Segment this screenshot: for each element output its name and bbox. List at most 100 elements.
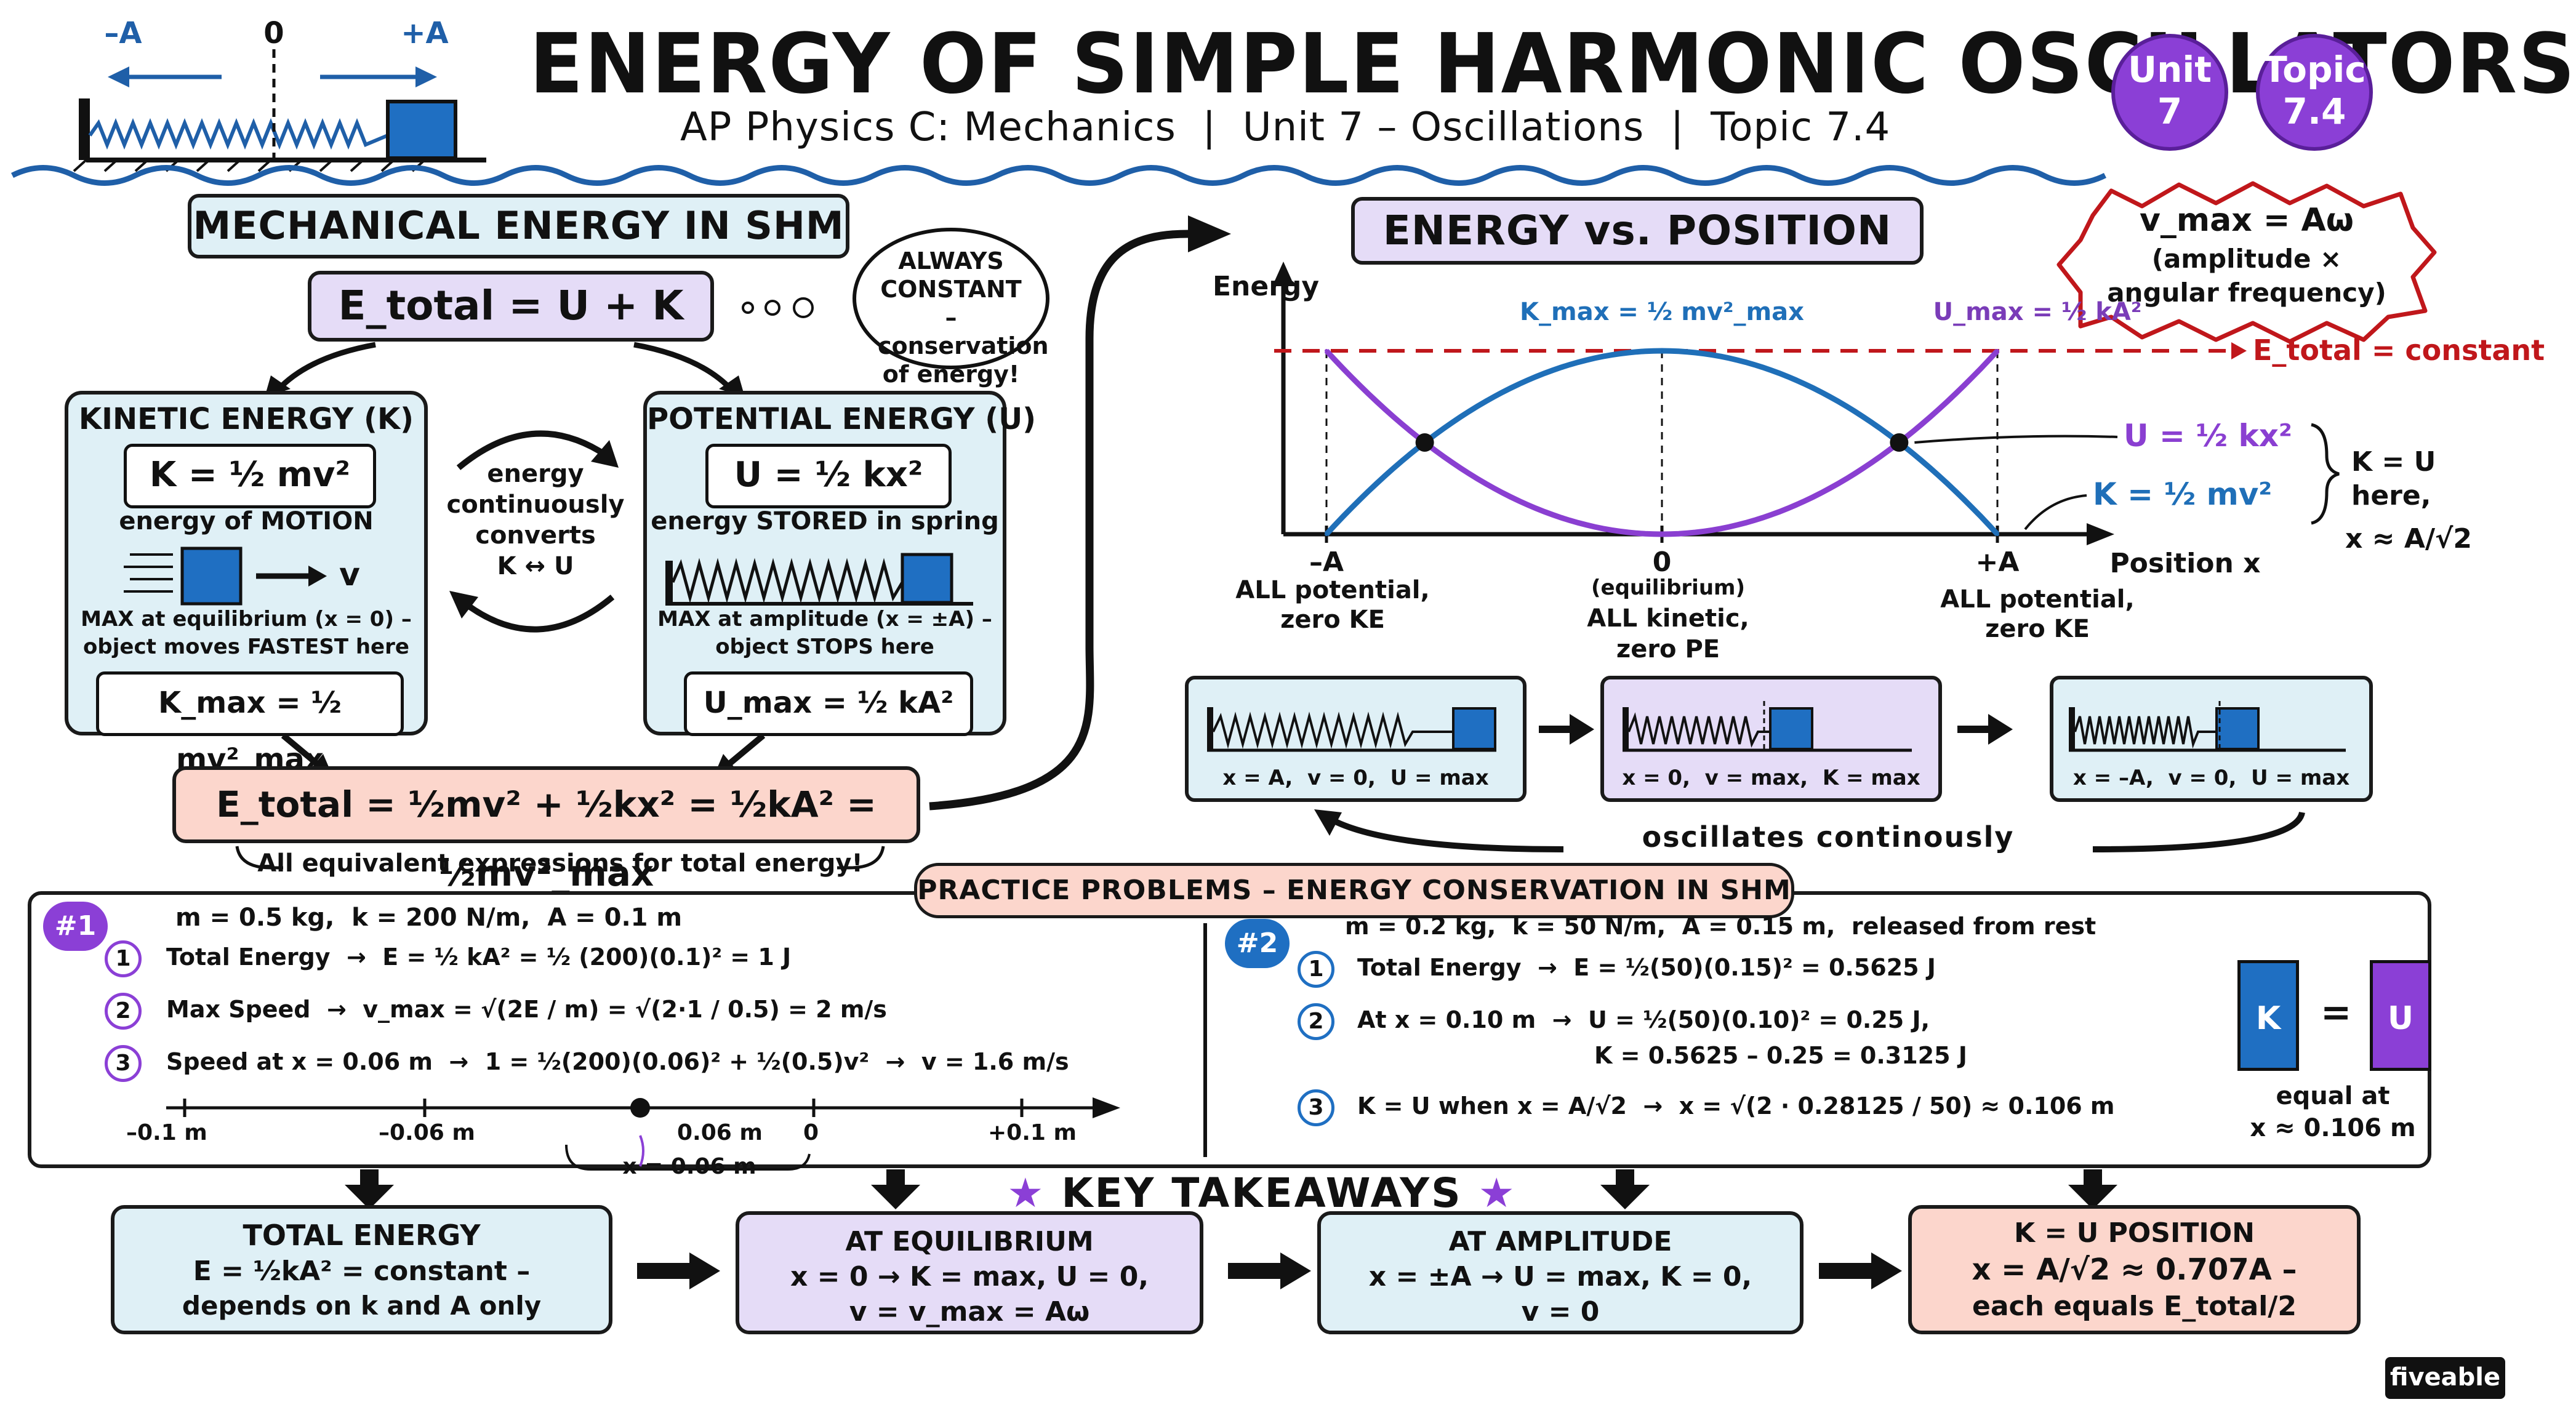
potential-formula-box: U = ½ kx² bbox=[705, 444, 952, 508]
series-point-1-1 bbox=[1492, 395, 1496, 399]
state-card-1: x = A, v = 0, U = max bbox=[1185, 676, 1527, 802]
equiv-bracket bbox=[235, 846, 885, 870]
potential-max: U_max = ½ kA² bbox=[703, 686, 954, 720]
etotal-label: E_total = constant bbox=[2253, 334, 2545, 367]
badge-topic-line2: 7.4 bbox=[2282, 90, 2346, 132]
p1-nl-tick-1: –0.1 m bbox=[126, 1120, 207, 1145]
k-curve-label: K = ½ mv² bbox=[2093, 476, 2272, 512]
series-point-1-0 bbox=[1325, 532, 1328, 536]
k-equals-u-line1: K = U bbox=[2351, 446, 2436, 478]
kinetic-formula-box: K = ½ mv² bbox=[124, 444, 376, 508]
takeaway-arrow-1 bbox=[637, 1252, 720, 1289]
series-point-1-2 bbox=[1660, 349, 1664, 353]
p2-step-num-2: 2 bbox=[1298, 1003, 1334, 1040]
spring-label-zero: 0 bbox=[263, 16, 284, 50]
mech-total-eq: E_total = U + K bbox=[308, 271, 714, 342]
kinetic-formula: K = ½ mv² bbox=[149, 455, 351, 495]
etotal-arrow bbox=[2231, 342, 2247, 359]
takeaway-arrow-2 bbox=[1228, 1252, 1311, 1289]
practice-heading-label: PRACTICE PROBLEMS – ENERGY CONSERVATION … bbox=[917, 875, 1791, 906]
spring-label-neg: –A bbox=[104, 16, 142, 50]
split-arrows bbox=[265, 342, 745, 397]
kinetic-energy-card: KINETIC ENERGY (K) K = ½ mv² energy of M… bbox=[65, 391, 428, 777]
takeaway-2-l1: x = 0 → K = max, U = 0, bbox=[790, 1261, 1149, 1292]
k-equals-u-line2: here, bbox=[2351, 480, 2431, 511]
u-curve-leader bbox=[1914, 435, 2118, 444]
potential-spring-block bbox=[665, 553, 973, 606]
takeaway-2-l2: v = v_max = Aω bbox=[849, 1296, 1090, 1328]
total-energy-full: E_total = ½mv² + ½kx² = ½kA² = ½mv²_max bbox=[216, 783, 877, 894]
takeaway-1-l2: depends on k and A only bbox=[182, 1291, 542, 1321]
thought-cloud: ALWAYS CONSTANT – conservation of energy… bbox=[853, 228, 1049, 388]
badge-topic-line1: Topic bbox=[2263, 49, 2366, 90]
graph-heading: ENERGY vs. POSITION bbox=[1351, 197, 1924, 265]
conversion-line-2: continuously bbox=[446, 491, 625, 519]
p1-step-1: Total Energy → E = ½ kA² = ½ (200)(0.1)²… bbox=[166, 943, 792, 971]
state-card-2: x = 0, v = max, K = max bbox=[1600, 676, 1942, 802]
graph-note-mid-1: ALL kinetic, bbox=[1587, 604, 1749, 633]
p1-tag-label: #1 bbox=[54, 910, 97, 942]
takeaway-1-title: TOTAL ENERGY bbox=[243, 1219, 481, 1252]
kinetic-title: KINETIC ENERGY (K) bbox=[78, 402, 414, 436]
equiv-note: All equivalent expressions for total ene… bbox=[257, 849, 863, 878]
umax-label: U_max = ½ kA² bbox=[1933, 298, 2142, 326]
page-title: ENERGY OF SIMPLE HARMONIC OSCILLATORS bbox=[529, 16, 2576, 113]
p2-step-2a: At x = 0.10 m → U = ½(50)(0.10)² = 0.25 … bbox=[1357, 1006, 1930, 1033]
conversion-line-4: K ↔ U bbox=[497, 552, 574, 580]
practice-heading: PRACTICE PROBLEMS – ENERGY CONSERVATION … bbox=[914, 863, 1794, 918]
tick-neg-a-label: –A bbox=[1309, 547, 1344, 578]
p2-bar-u: U bbox=[2370, 960, 2431, 1071]
p2-bar-note-2: x ≈ 0.106 m bbox=[2250, 1114, 2416, 1142]
takeaway-3-title: AT AMPLITUDE bbox=[1448, 1226, 1672, 1257]
p1-nl-tick-4: 0 bbox=[803, 1120, 819, 1145]
p2-step-3: K = U when x = A/√2 → x = √(2 · 0.28125 … bbox=[1357, 1092, 2115, 1120]
y-axis-arrow bbox=[1272, 262, 1294, 286]
mech-heading: MECHANICAL ENERGY IN SHM bbox=[188, 194, 849, 258]
takeaway-card-2: AT EQUILIBRIUM x = 0 → K = max, U = 0, v… bbox=[736, 1211, 1203, 1334]
graph-note-mid: (equilibrium) ALL kinetic, zero PE bbox=[1539, 572, 1797, 665]
header-spring-diagram: –A 0 +A bbox=[62, 12, 492, 172]
takeaways-heading-label: KEY TAKEAWAYS bbox=[1061, 1169, 1463, 1217]
p1-step-num-2: 2 bbox=[105, 993, 142, 1030]
thought-cloud-text: ALWAYS CONSTANT – conservation of energy… bbox=[878, 247, 1049, 388]
p1-tag: #1 bbox=[43, 902, 108, 951]
potential-max-box: U_max = ½ kA² bbox=[684, 671, 973, 736]
intersection-dot-left bbox=[1415, 433, 1434, 452]
state-card-3: x = –A, v = 0, U = max bbox=[2050, 676, 2373, 802]
p1-marker-bracket bbox=[565, 1135, 811, 1171]
p1-given: m = 0.5 kg, k = 200 N/m, A = 0.1 m bbox=[175, 903, 683, 932]
kinetic-moving-block: v bbox=[124, 547, 360, 606]
potential-title: POTENTIAL ENERGY (U) bbox=[647, 402, 1037, 436]
kinetic-max-box: K_max = ½ mv²_max bbox=[96, 671, 404, 777]
takeaway-2-title: AT EQUILIBRIUM bbox=[845, 1226, 1094, 1257]
state-spring-3 bbox=[2069, 701, 2346, 752]
graph-note-right-2: zero KE bbox=[1985, 615, 2090, 643]
graph-note-right: ALL potential, zero KE bbox=[1920, 585, 2154, 644]
takeaway-4-title: K = U POSITION bbox=[2014, 1217, 2255, 1249]
state-arrow-2 bbox=[1957, 714, 2013, 745]
intersection-dot-right bbox=[1890, 433, 1909, 452]
takeaway-4-l1: x = A/√2 ≈ 0.707A – bbox=[1972, 1252, 2297, 1287]
state-arrow-1 bbox=[1539, 714, 1594, 745]
mech-heading-label: MECHANICAL ENERGY IN SHM bbox=[193, 203, 845, 248]
state-caption-1: x = A, v = 0, U = max bbox=[1222, 766, 1489, 790]
series-point-1-3 bbox=[1828, 395, 1832, 399]
p2-bar-note: equal at x ≈ 0.106 m bbox=[2210, 1080, 2456, 1144]
y-axis-label: Energy bbox=[1213, 271, 1319, 302]
p2-bar-k: K bbox=[2237, 960, 2299, 1071]
tick-zero-label: 0 bbox=[1653, 547, 1672, 578]
vmax-cloud: v_max = Aω (amplitude × angular frequenc… bbox=[2056, 181, 2437, 344]
header-wave-divider bbox=[10, 165, 2107, 186]
mech-total-eq-label: E_total = U + K bbox=[338, 282, 684, 329]
p1-nl-tick-2: –0.06 m bbox=[379, 1120, 475, 1145]
takeaway-1-l1: E = ½kA² = constant – bbox=[193, 1256, 531, 1287]
k-equals-u-brace bbox=[2311, 423, 2340, 525]
p2-tag-label: #2 bbox=[1236, 927, 1278, 959]
graph-note-mid-2: zero PE bbox=[1616, 635, 1720, 663]
badge-unit: Unit 7 bbox=[2111, 34, 2228, 151]
takeaways-heading: ★ KEY TAKEAWAYS ★ bbox=[997, 1169, 1527, 1217]
series-point-1-4 bbox=[1996, 532, 1999, 536]
potential-formula: U = ½ kx² bbox=[734, 455, 923, 495]
graph-note-left-2: zero KE bbox=[1280, 606, 1385, 634]
p1-number-line bbox=[166, 1097, 1120, 1118]
